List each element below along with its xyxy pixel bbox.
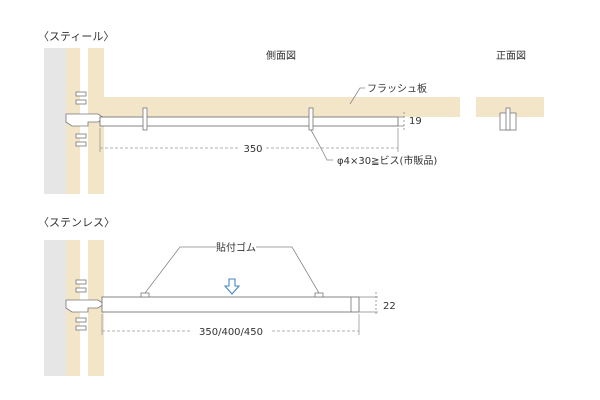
- stainless-rail-hook: [65, 299, 105, 313]
- steel-front-bracket: [499, 107, 517, 131]
- stainless-wall: [44, 240, 66, 376]
- steel-length-dimension: [99, 128, 399, 152]
- steel-rail-hook: [65, 113, 105, 127]
- steel-thickness-dimension: [398, 112, 405, 130]
- flush-board-front: [476, 97, 544, 117]
- board-label-leader: [349, 87, 365, 105]
- steel-length-label: 350: [243, 144, 262, 155]
- rubber-label: 貼付ゴム: [216, 241, 256, 254]
- stainless-bracket-bar: [101, 296, 360, 313]
- stainless-length-dimension: [101, 314, 360, 335]
- rubber-label-leaders: [144, 246, 320, 294]
- board-label: フラッシュ板: [367, 82, 427, 95]
- screw-label: φ4×30≧ビス(市販品): [337, 154, 437, 167]
- steel-board-screws: [142, 107, 314, 131]
- steel-rail-screws: [75, 91, 87, 147]
- stainless-thickness-dimension: [359, 292, 378, 316]
- stainless-heading: 〈ステンレス〉: [38, 216, 115, 229]
- screw-label-leader: [310, 129, 333, 161]
- down-arrow-icon: [223, 278, 241, 295]
- side-view-label: 側面図: [266, 49, 296, 62]
- steel-heading: 〈スティール〉: [38, 30, 114, 43]
- stainless-rail-screws: [75, 279, 87, 331]
- steel-wall: [44, 48, 66, 194]
- steel-bracket-bar: [99, 116, 399, 127]
- stainless-length-label: 350/400/450: [199, 327, 263, 338]
- front-view-label: 正面図: [496, 50, 526, 62]
- steel-thickness-label: 19: [409, 116, 422, 127]
- flush-board-side: [104, 97, 460, 117]
- stainless-thickness-label: 22: [383, 301, 396, 312]
